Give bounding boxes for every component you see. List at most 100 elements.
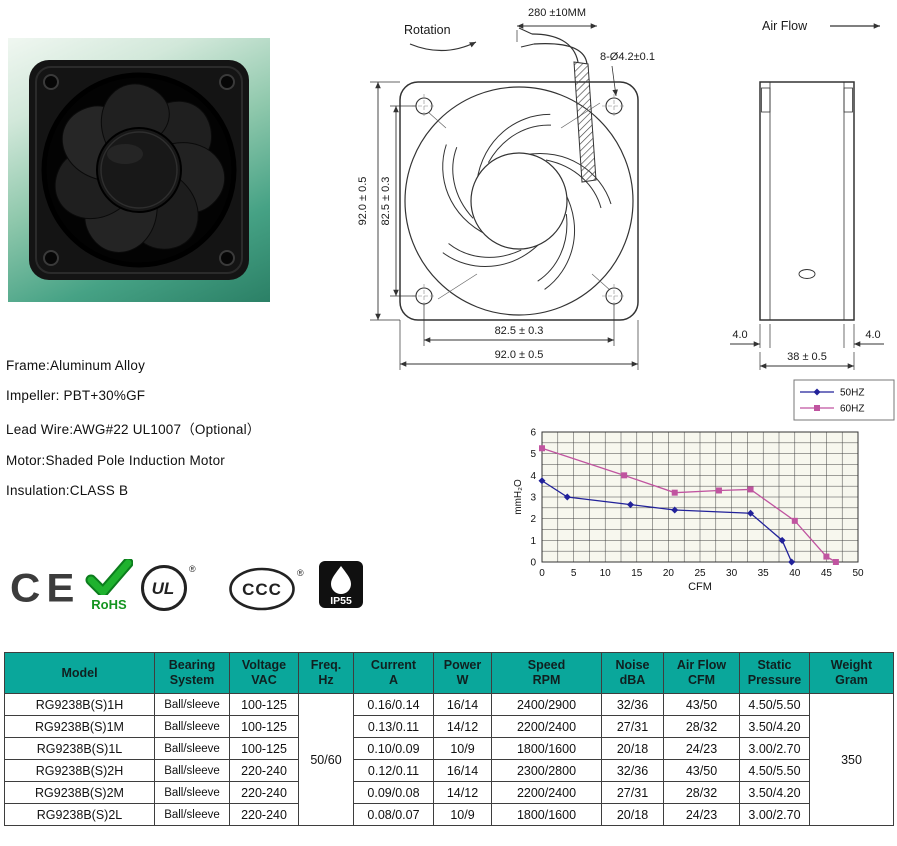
x-tick-label: 5 <box>571 568 577 579</box>
mount-hole <box>219 250 235 266</box>
mount-hole <box>219 74 235 90</box>
dim-hole-pitch-v: 82.5 ± 0.3 <box>380 177 392 226</box>
table-cell: 3.50/4.20 <box>739 781 810 804</box>
series-line-60HZ <box>541 447 837 563</box>
dim-flange-right: 4.0 <box>865 329 880 341</box>
table-cell: Ball/sleeve <box>154 781 230 804</box>
y-tick-label: 2 <box>530 514 536 525</box>
x-tick-label: 10 <box>600 568 612 579</box>
table-cell: 20/18 <box>601 803 664 826</box>
ip55-mark: IP55 <box>319 561 363 608</box>
plot-frame <box>541 431 859 563</box>
table-cell: 3.00/2.70 <box>739 737 810 760</box>
table-cell: RG9238B(S)1H <box>4 693 155 716</box>
table-cell: 32/36 <box>601 693 664 716</box>
marker-square <box>832 559 839 565</box>
spec-list: Frame:Aluminum Alloy Impeller: PBT+30%GF… <box>6 358 351 513</box>
x-axis-label: CFM <box>688 581 712 593</box>
marker-square <box>539 445 545 452</box>
rohs-mark: RoHS <box>80 557 138 612</box>
table-cell: 43/50 <box>663 693 740 716</box>
table-cell: 1800/1600 <box>491 737 602 760</box>
y-tick-label: 5 <box>530 449 536 460</box>
marker-diamond <box>563 493 571 501</box>
lead-wire <box>533 43 588 65</box>
rohs-label: RoHS <box>91 597 127 612</box>
table-cell: Ball/sleeve <box>154 715 230 738</box>
marker-square <box>747 486 754 493</box>
table-cell: 0.13/0.11 <box>353 715 434 738</box>
side-mount-boss <box>843 87 853 113</box>
table-cell: 3.50/4.20 <box>739 715 810 738</box>
column-header: Model <box>4 652 155 694</box>
table-cell: 24/23 <box>663 737 740 760</box>
side-hole <box>798 269 816 279</box>
ccc-mark: CCC ® <box>229 567 304 611</box>
dim-height-outer: 92.0 ± 0.5 <box>357 177 369 226</box>
legend-label: 60HZ <box>840 404 864 415</box>
column-header: Power W <box>433 652 492 694</box>
table-cell: 0.09/0.08 <box>353 781 434 804</box>
column-header: Current A <box>353 652 434 694</box>
table-cell: 2300/2800 <box>491 759 602 782</box>
lead-wire-sleeve <box>573 61 597 183</box>
marker-square <box>715 487 722 494</box>
mount-hole <box>43 74 59 90</box>
table-cell: RG9238B(S)2L <box>4 803 155 826</box>
marker-diamond <box>747 509 755 517</box>
rohs-check-icon <box>85 557 134 598</box>
table-cell: 100-125 <box>229 715 299 738</box>
ccc-registered-icon: ® <box>297 568 304 578</box>
table-cell: 32/36 <box>601 759 664 782</box>
column-header: Noise dBA <box>601 652 664 694</box>
spec-motor: Motor:Shaded Pole Induction Motor <box>6 453 225 468</box>
table-cell: 14/12 <box>433 781 492 804</box>
table-cell: 4.50/5.50 <box>739 759 810 782</box>
y-tick-label: 6 <box>530 428 536 439</box>
x-tick-label: 45 <box>821 568 833 579</box>
dim-flange-left: 4.0 <box>732 329 747 341</box>
dim-depth: 38 ± 0.5 <box>787 351 827 363</box>
legend-label: 50HZ <box>840 388 864 399</box>
table-cell: 16/14 <box>433 759 492 782</box>
table-cell: 0.08/0.07 <box>353 803 434 826</box>
dim-width-outer: 92.0 ± 0.5 <box>495 349 544 361</box>
table-cell: 4.50/5.50 <box>739 693 810 716</box>
x-tick-label: 30 <box>726 568 738 579</box>
table-cell: 14/12 <box>433 715 492 738</box>
table-cell: 10/9 <box>433 803 492 826</box>
rotation-arrow <box>409 41 477 52</box>
ul-mark: UL ® <box>141 564 196 611</box>
ul-registered-icon: ® <box>189 564 196 574</box>
column-header: Speed RPM <box>491 652 602 694</box>
table-cell: 24/23 <box>663 803 740 826</box>
x-tick-label: 0 <box>539 568 545 579</box>
legend-marker <box>814 405 820 411</box>
table-cell: 2400/2900 <box>491 693 602 716</box>
column-header: Static Pressure <box>739 652 810 694</box>
x-tick-label: 15 <box>631 568 643 579</box>
table-cell: 43/50 <box>663 759 740 782</box>
y-tick-label: 3 <box>530 493 536 504</box>
front-hub <box>470 152 568 250</box>
y-tick-label: 1 <box>530 536 536 547</box>
fan-hub <box>96 127 182 213</box>
table-cell: 0.12/0.11 <box>353 759 434 782</box>
x-tick-label: 40 <box>789 568 801 579</box>
side-mount-boss <box>761 87 771 113</box>
side-body-outline <box>759 81 855 321</box>
marker-square <box>823 553 830 560</box>
marker-diamond <box>671 506 679 514</box>
front-venturi-circle <box>404 86 634 316</box>
rotation-label: Rotation <box>404 23 451 37</box>
x-tick-label: 35 <box>758 568 770 579</box>
